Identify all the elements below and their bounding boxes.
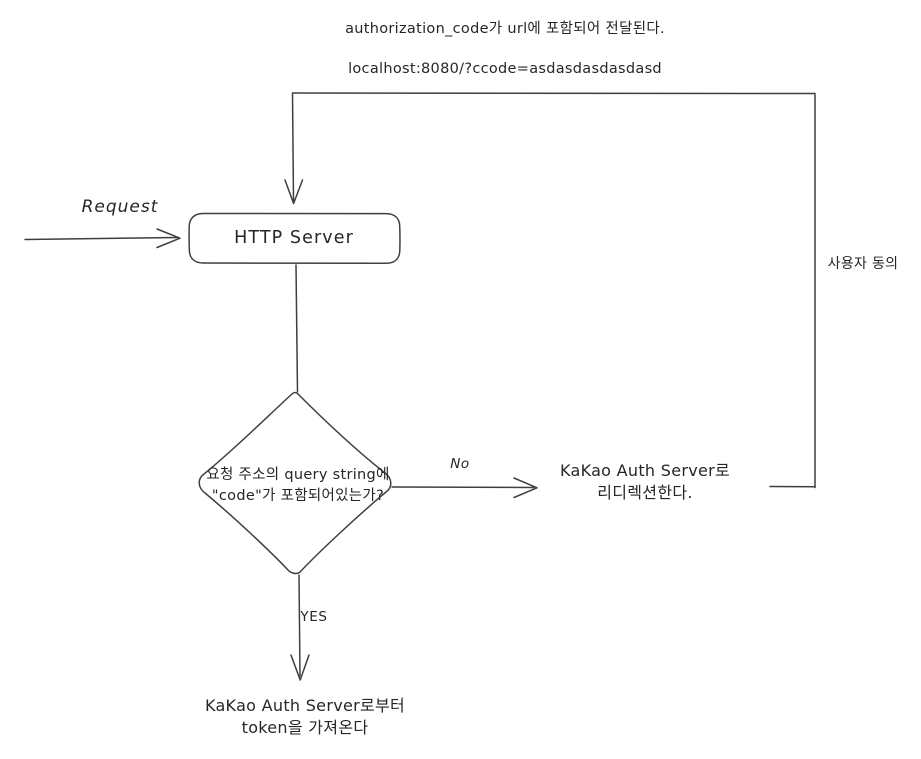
decision-text-line-1: 요청 주소의 query string에 (206, 467, 390, 483)
decision-diamond-shape (198, 391, 392, 575)
edge-label-request: Request (81, 197, 159, 217)
annotation-authorization-code: authorization_code가 url에 포함되어 전달된다. (345, 21, 665, 37)
node-label-kakao-token: KaKao Auth Server로부터 token을 가져온다 (205, 695, 405, 738)
kakao-token-line-2: token을 가져온다 (241, 717, 369, 737)
http-server-box-shape (188, 212, 401, 265)
edge-label-no: No (450, 456, 470, 472)
decision-text-line-2: "code"가 포함되어있는가? (211, 488, 385, 505)
edge-label-user-consent: 사용자 동의 (827, 256, 899, 272)
authorization-callback-arrow (284, 92, 816, 489)
node-label-kakao-redirect: KaKao Auth Server로 리디렉션한다. (560, 460, 730, 503)
edge-label-yes: YES (300, 609, 328, 625)
server-to-decision-line (295, 264, 299, 393)
decision-no-arrow (391, 477, 538, 499)
annotation-callback-url: localhost:8080/?ccode=asdasdasdasdasd (348, 61, 662, 77)
request-arrow (24, 228, 181, 249)
node-label-decision-code: 요청 주소의 query string에 "code"가 포함되어있는가? (206, 465, 389, 507)
node-label-http-server: HTTP Server (234, 228, 354, 248)
kakao-redirect-line-1: KaKao Auth Server로 (559, 461, 731, 480)
kakao-token-line-1: KaKao Auth Server로부터 (204, 696, 406, 715)
decision-yes-arrow (290, 574, 310, 681)
kakao-redirect-line-2: 리디렉션한다. (597, 482, 693, 502)
